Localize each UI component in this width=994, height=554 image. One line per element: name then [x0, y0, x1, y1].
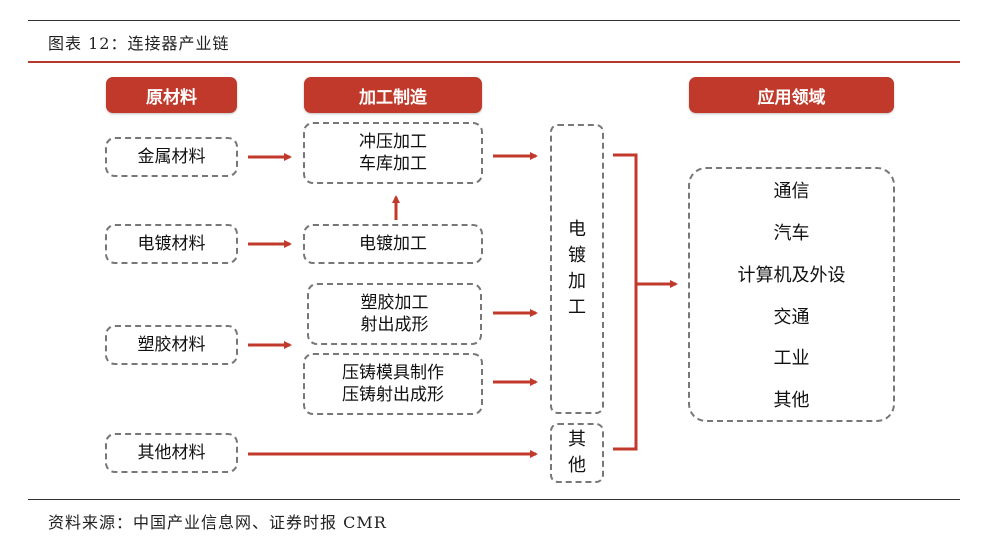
proc-plating-label: 电镀加工 — [359, 234, 427, 254]
proc-plating-box: 电镀加工 — [303, 224, 483, 264]
app-item-6: 其他 — [773, 390, 810, 411]
applications-box — [688, 167, 895, 422]
app-item-2: 汽车 — [773, 223, 810, 244]
proc-diecast-line1: 压铸模具制作 — [342, 363, 444, 383]
raw-other-box: 其他材料 — [105, 433, 238, 473]
header-applications: 应用领域 — [689, 77, 894, 113]
bracket-to-applications — [613, 153, 638, 451]
figure-title: 图表 12：连接器产业链 — [48, 34, 230, 53]
app-item-3: 计算机及外设 — [737, 265, 846, 286]
raw-metal-box: 金属材料 — [105, 137, 238, 177]
raw-metal-label: 金属材料 — [137, 147, 206, 167]
source-note: 资料来源：中国产业信息网、证券时报 CMR — [48, 513, 387, 532]
proc-diecast-box: 压铸模具制作 压铸射出成形 — [303, 353, 483, 415]
app-item-1: 通信 — [773, 181, 810, 202]
app-item-4: 交通 — [773, 307, 810, 328]
raw-other-label: 其他材料 — [137, 443, 206, 463]
middle-other-char-1: 其 — [568, 429, 586, 450]
raw-plating-box: 电镀材料 — [105, 224, 238, 264]
raw-plastic-label: 塑胶材料 — [137, 335, 206, 355]
raw-plating-label: 电镀材料 — [137, 234, 206, 254]
proc-stamping-line2: 车库加工 — [359, 154, 427, 174]
header-processing: 加工制造 — [304, 77, 482, 113]
bottom-rule — [28, 499, 960, 500]
top-rule — [28, 20, 960, 21]
title-rule — [28, 61, 960, 63]
proc-plastic-line2: 射出成形 — [360, 315, 429, 335]
middle-other-char-2: 他 — [568, 455, 586, 476]
proc-plastic-box: 塑胶加工 射出成形 — [307, 283, 482, 345]
middle-plating-char-3: 加 — [568, 271, 586, 292]
raw-plastic-box: 塑胶材料 — [105, 325, 238, 365]
proc-stamping-line1: 冲压加工 — [359, 132, 427, 152]
proc-diecast-line2: 压铸射出成形 — [342, 385, 444, 405]
middle-other-box: 其 他 — [550, 423, 604, 483]
middle-plating-char-4: 工 — [568, 297, 586, 318]
middle-plating-char-1: 电 — [568, 219, 586, 240]
proc-plastic-line1: 塑胶加工 — [360, 293, 429, 313]
proc-stamping-box: 冲压加工 车库加工 — [303, 122, 483, 184]
middle-plating-box: 电 镀 加 工 — [550, 124, 604, 414]
header-raw-materials: 原材料 — [106, 77, 237, 113]
middle-plating-char-2: 镀 — [568, 245, 586, 266]
app-item-5: 工业 — [773, 348, 810, 369]
